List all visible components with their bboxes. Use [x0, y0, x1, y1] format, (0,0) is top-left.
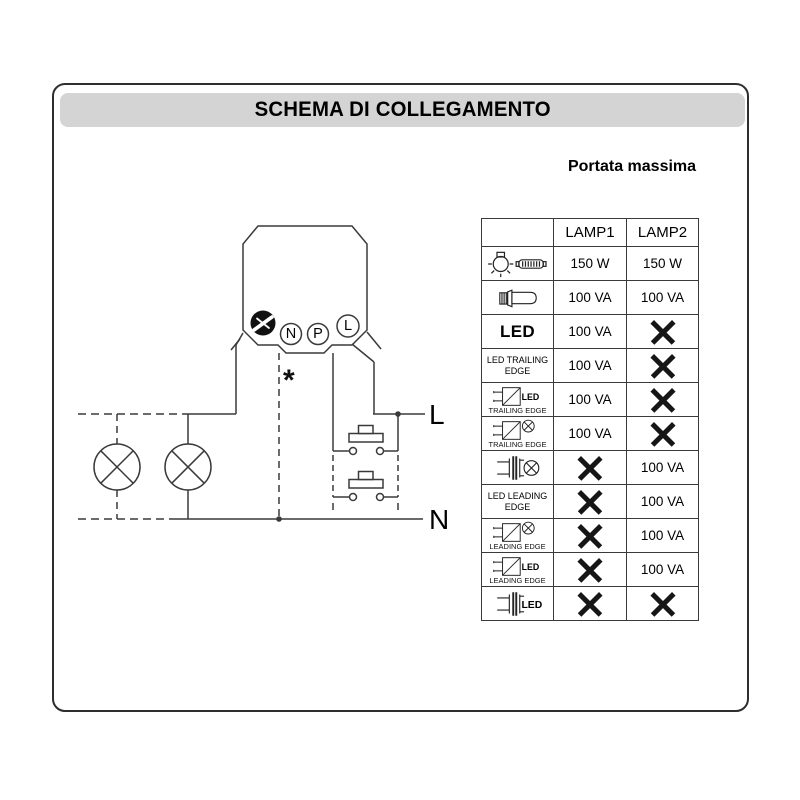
push-button-1	[333, 424, 398, 456]
page-title: SCHEMA DI COLLEGAMENTO	[254, 98, 551, 121]
transformer-lamp-icon	[489, 455, 547, 481]
load-type-cell	[481, 280, 554, 315]
load-type-cell: LED TRAILING EDGE	[481, 382, 554, 417]
capacity-caption: Portata massima	[567, 158, 697, 175]
load-type-caption: TRAILING EDGE	[488, 406, 547, 415]
lamp1-value-cell	[553, 484, 627, 519]
transformer-led-icon: LED	[489, 591, 547, 617]
svg-text:LED: LED	[521, 599, 542, 610]
lamp1-value-cell: 100 VA	[553, 382, 627, 417]
device-notches	[230, 331, 382, 363]
lamp2-value-cell: 100 VA	[626, 518, 699, 553]
load-type-label: LED LEADING EDGE	[487, 491, 548, 512]
load-type-label: LED	[500, 321, 535, 341]
lamp2-value-cell	[626, 348, 699, 383]
incandescent-halogen-lamp-icon	[485, 250, 551, 278]
load-type-cell: TRAILING EDGE	[481, 416, 554, 451]
table-row: LED 100 VA	[481, 314, 699, 349]
terminal-l: L	[336, 314, 360, 338]
live-junction-dot	[395, 411, 401, 417]
neutral-junction-dot	[276, 516, 282, 522]
table-row: 100 VA	[481, 450, 699, 485]
load-type-cell: LED LEADING EDGE	[481, 552, 554, 587]
note-asterisk: *	[283, 364, 295, 397]
lamp-2-symbol	[164, 414, 212, 519]
trailing-edge-dimmer-lamp-icon	[487, 418, 549, 443]
wrench-tool-icon	[250, 310, 276, 336]
leading-edge-dimmer-led-icon: LED	[487, 554, 549, 579]
lamp2-value-cell: 150 W	[626, 246, 699, 281]
trailing-edge-dimmer-led-icon: LED	[487, 384, 549, 409]
lamp1-value-cell	[553, 450, 627, 485]
svg-text:L: L	[344, 318, 352, 334]
load-type-cell	[481, 246, 554, 281]
load-type-cell: LED	[481, 314, 554, 349]
svg-text:P: P	[313, 326, 323, 342]
push-button-2	[333, 470, 398, 502]
leading-edge-dimmer-lamp-icon	[487, 520, 549, 545]
device-box	[242, 225, 368, 354]
lamp2-value-cell	[626, 314, 699, 349]
terminal-p: P	[306, 322, 330, 346]
header-spacer-cell	[481, 218, 554, 247]
lamp1-value-cell: 100 VA	[553, 416, 627, 451]
load-type-cell: LEADING EDGE	[481, 518, 554, 553]
svg-text:N: N	[286, 326, 296, 342]
lamp1-value-cell	[553, 518, 627, 553]
load-type-caption: LEADING EDGE	[489, 542, 546, 551]
lamp-1-symbol	[93, 414, 141, 519]
live-label: L	[429, 399, 445, 430]
halogen-capsule-lamp-icon	[489, 285, 547, 311]
neutral-label: N	[429, 504, 449, 535]
table-row: LED	[481, 586, 699, 621]
lamp1-value-cell: 150 W	[553, 246, 627, 281]
svg-text:LED: LED	[521, 392, 539, 402]
lamp1-value-cell: 100 VA	[553, 280, 627, 315]
load-type-caption: LEADING EDGE	[489, 576, 546, 585]
lamp1-value-cell: 100 VA	[553, 314, 627, 349]
table-header-row: LAMP1 LAMP2	[481, 218, 699, 247]
lamp2-value-cell	[626, 586, 699, 621]
load-type-caption: TRAILING EDGE	[488, 440, 547, 449]
load-type-cell: LED	[481, 586, 554, 621]
lamp2-value-cell	[626, 416, 699, 451]
table-row: TRAILING EDGE 100 VA	[481, 416, 699, 451]
terminal-n: N	[279, 322, 303, 346]
load-type-cell	[481, 450, 554, 485]
svg-text:LED: LED	[521, 562, 539, 572]
load-type-label: LED TRAILING EDGE	[486, 355, 549, 376]
lamp2-value-cell: 100 VA	[626, 280, 699, 315]
table-row: LEADING EDGE 100 VA	[481, 518, 699, 553]
lamp2-value-cell: 100 VA	[626, 484, 699, 519]
header-lamp2: LAMP2	[626, 218, 699, 247]
title-bar: SCHEMA DI COLLEGAMENTO	[60, 93, 745, 127]
